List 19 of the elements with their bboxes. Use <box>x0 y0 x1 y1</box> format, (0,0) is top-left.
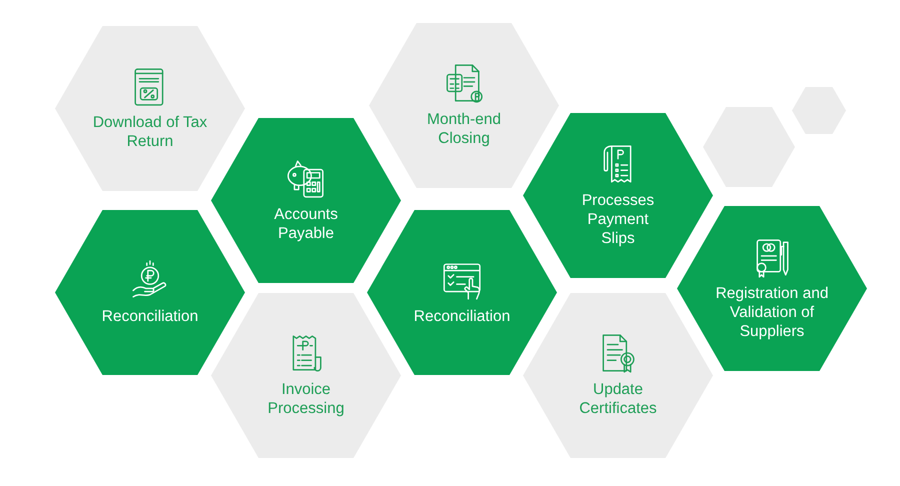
hexagon-tile <box>523 112 713 278</box>
hexagon-tile <box>211 118 401 282</box>
hexagon-tile <box>677 206 867 370</box>
tile-label: Month-end Closing <box>426 110 502 148</box>
tile-label: Registration and Validation of Suppliers <box>714 284 830 340</box>
tile-label: Processes Payment Slips <box>580 190 656 248</box>
tile-label: Download of Tax Return <box>92 113 208 151</box>
hexagon-tile <box>211 292 401 458</box>
hexagon-tile <box>703 107 795 187</box>
tile-label: Update Certificates <box>578 380 658 418</box>
hexagon-tile <box>55 210 245 374</box>
tile-label: Reconciliation <box>102 306 198 326</box>
hexagon-tile <box>55 26 245 190</box>
hexagon-tile <box>523 292 713 458</box>
tile-label: Accounts Payable <box>273 205 339 243</box>
tile-label: Reconciliation <box>414 306 510 326</box>
tile-label: Invoice Processing <box>266 380 346 418</box>
hexagon-tile <box>369 22 559 188</box>
hexagon-tile <box>367 210 557 374</box>
